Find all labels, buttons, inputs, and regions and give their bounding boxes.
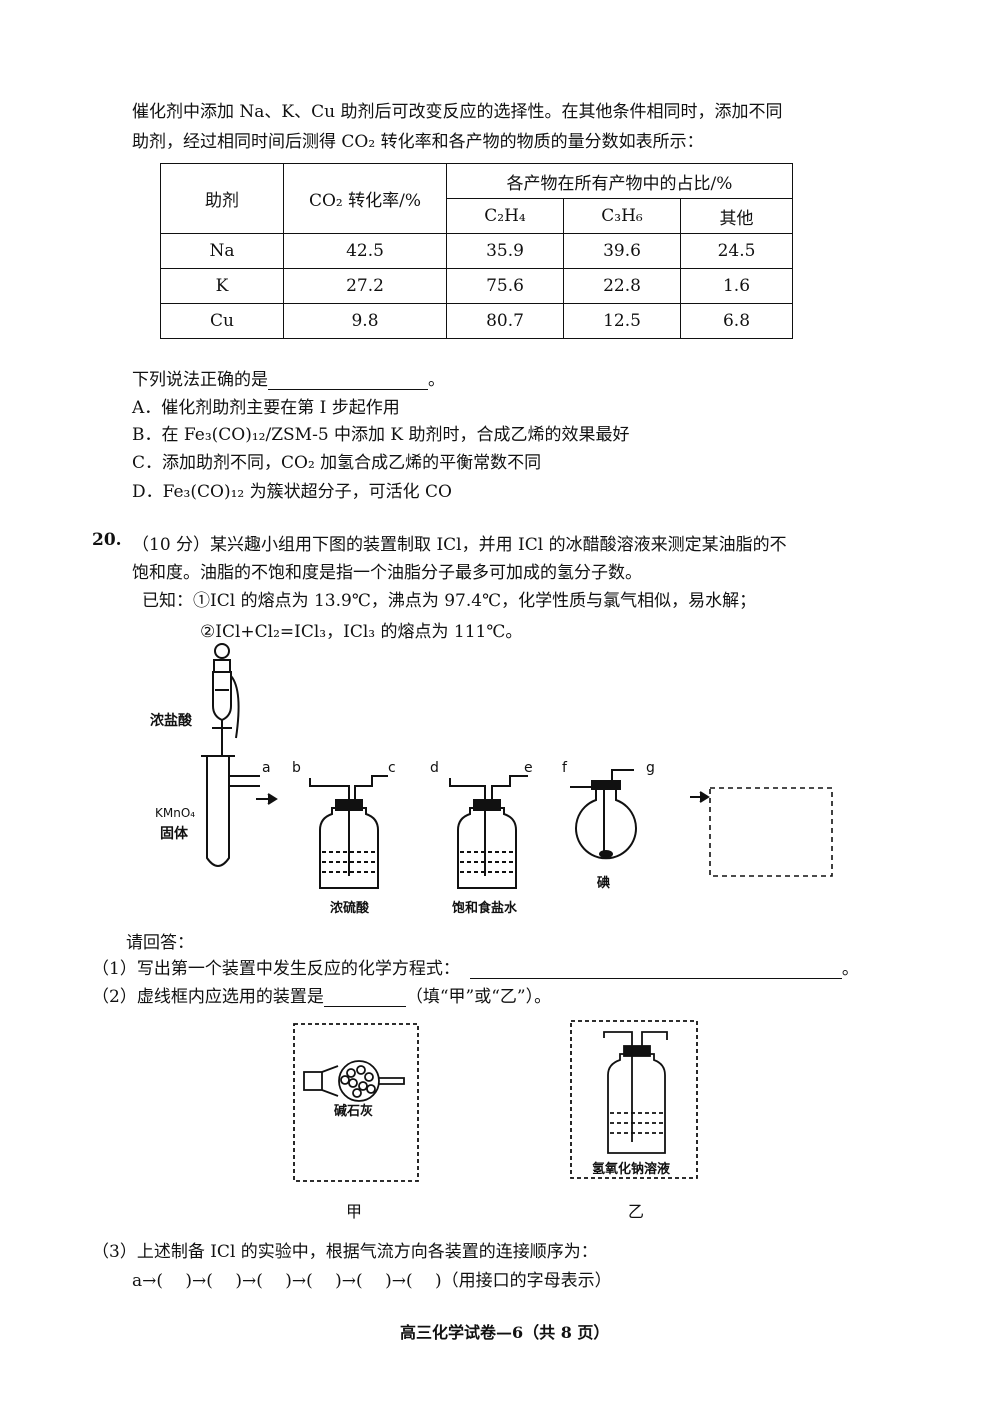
question-2: （2）虚线框内应选用的装置是 （填“甲”或“乙”）。 xyxy=(92,982,551,1007)
cell-c2h4: 75.6 xyxy=(446,268,564,304)
selectivity-table: 助剂 CO₂ 转化率/% 各产物在所有产物中的占比/% C₂H₄ C₃H₆ 其他… xyxy=(160,163,793,339)
header-c2h4: C₂H₄ xyxy=(446,198,564,234)
option-b: B．在 Fe₃(CO)₁₂/ZSM-5 中添加 K 助剂时，合成乙烯的效果最好 xyxy=(132,425,630,445)
q20-number: 20. xyxy=(92,530,122,550)
table-row: Cu 9.8 80.7 12.5 6.8 xyxy=(160,303,793,339)
label-jia: 甲 xyxy=(346,1202,363,1221)
label-soda-lime: 碱石灰 xyxy=(334,1104,374,1119)
q20-line-1: （10 分）某兴趣小组用下图的装置制取 ICl，并用 ICl 的冰醋酸溶液来测定… xyxy=(132,535,787,555)
intro-line-2: 助剂，经过相同时间后测得 CO₂ 转化率和各产物的物质的量分数如表所示： xyxy=(132,132,704,152)
option-jia-box xyxy=(293,1023,419,1182)
round-flask xyxy=(570,769,637,860)
option-c: C．添加助剂不同，CO₂ 加氢合成乙烯的平衡常数不同 xyxy=(132,453,542,473)
intro-line-1: 催化剂中添加 Na、K、Cu 助剂后可改变反应的选择性。在其他条件相同时，添加不… xyxy=(132,102,783,122)
q20-known-1: 已知：①ICl 的熔点为 13.9℃，沸点为 97.4℃，化学性质与氯气相似，易… xyxy=(142,591,757,611)
flow-arrow-1 xyxy=(256,793,278,805)
q19-answer-blank[interactable] xyxy=(268,371,428,390)
test-tube xyxy=(201,755,260,867)
cell-conv: 9.8 xyxy=(283,303,447,339)
header-c3h6: C₃H₆ xyxy=(563,198,681,234)
question-1: （1）写出第一个装置中发生反应的化学方程式： 。 xyxy=(92,954,859,979)
page-footer: 高三化学试卷—6（共 8 页） xyxy=(400,1323,610,1342)
cell-other: 1.6 xyxy=(680,268,793,304)
q19-prompt-end: 。 xyxy=(428,370,445,390)
cell-c3h6: 39.6 xyxy=(563,233,681,269)
q19-prompt: 下列说法正确的是 。 xyxy=(132,365,445,390)
question-1-blank[interactable] xyxy=(469,960,842,979)
option-a: A．催化剂助剂主要在第 I 步起作用 xyxy=(132,398,400,418)
question-2-text: （2）虚线框内应选用的装置是 xyxy=(92,987,324,1007)
option-yi-box xyxy=(570,1020,698,1179)
header-other: 其他 xyxy=(680,198,793,234)
header-products: 各产物在所有产物中的占比/% xyxy=(446,163,793,199)
port-d: d xyxy=(430,760,439,776)
question-3-sequence: a→( )→( )→( )→( )→( )→( )（用接口的字母表示） xyxy=(132,1271,612,1291)
question-2-blank[interactable] xyxy=(323,988,406,1007)
cell-conv: 42.5 xyxy=(283,233,447,269)
cell-agent: Cu xyxy=(160,303,284,339)
option-d: D．Fe₃(CO)₁₂ 为簇状超分子，可活化 CO xyxy=(132,482,452,502)
port-f: f xyxy=(562,760,567,776)
port-a: a xyxy=(262,760,271,776)
dashed-placeholder-box xyxy=(709,787,833,877)
wash-bottle-nacl xyxy=(449,775,528,889)
port-e: e xyxy=(524,760,533,776)
label-iodine: 碘 xyxy=(597,876,611,891)
question-1-end: 。 xyxy=(841,959,859,979)
cell-agent: Na xyxy=(160,233,284,269)
table-row: Na 42.5 35.9 39.6 24.5 xyxy=(160,233,793,269)
cell-c3h6: 12.5 xyxy=(563,303,681,339)
answer-intro: 请回答： xyxy=(126,933,194,953)
label-sat-nacl: 饱和食盐水 xyxy=(452,901,518,916)
port-g: g xyxy=(646,760,655,776)
flow-arrow-2 xyxy=(690,791,710,803)
label-kmno4: KMnO₄ xyxy=(155,806,196,820)
question-2-end: （填“甲”或“乙”）。 xyxy=(405,987,552,1007)
absorption-bottle xyxy=(603,1031,668,1154)
label-yi: 乙 xyxy=(628,1202,645,1221)
dropping-funnel xyxy=(212,643,240,756)
q20-line-2: 饱和度。油脂的不饱和度是指一个油脂分子最多可加成的氢分子数。 xyxy=(132,563,642,583)
port-b: b xyxy=(292,760,301,776)
label-solid: 固体 xyxy=(160,826,188,842)
question-3: （3）上述制备 ICl 的实验中，根据气流方向各装置的连接顺序为： xyxy=(92,1242,598,1262)
cell-other: 6.8 xyxy=(680,303,793,339)
wash-bottle-h2so4 xyxy=(309,775,388,889)
cell-conv: 27.2 xyxy=(283,268,447,304)
label-conc-h2so4: 浓硫酸 xyxy=(330,901,370,916)
cell-c2h4: 80.7 xyxy=(446,303,564,339)
q20-known-2: ②ICl+Cl₂=ICl₃，ICl₃ 的熔点为 111℃。 xyxy=(200,622,523,642)
drying-tube xyxy=(303,1060,405,1102)
q19-prompt-text: 下列说法正确的是 xyxy=(132,370,268,390)
label-conc-hcl: 浓盐酸 xyxy=(150,713,192,729)
label-naoh-solution: 氢氧化钠溶液 xyxy=(592,1162,671,1177)
port-c: c xyxy=(388,760,396,776)
question-1-text: （1）写出第一个装置中发生反应的化学方程式： xyxy=(92,959,460,979)
header-agent: 助剂 xyxy=(160,163,284,234)
